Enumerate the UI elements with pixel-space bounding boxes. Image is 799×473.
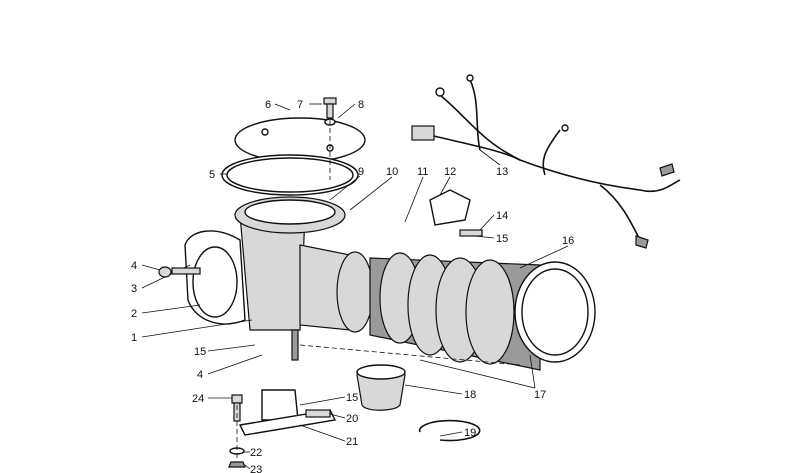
callout: 17	[534, 389, 546, 401]
callout: 23	[250, 464, 262, 473]
callout: 15	[496, 233, 508, 245]
callout: 18	[464, 389, 476, 401]
callout: 15	[346, 392, 358, 404]
callout: 6	[265, 99, 271, 111]
callout: 4	[197, 369, 203, 381]
callout: 13	[496, 166, 508, 178]
callout: 16	[562, 235, 574, 247]
callout: 3	[131, 283, 137, 295]
connector-plug	[411, 125, 435, 141]
callout: 4	[131, 260, 137, 272]
intake-boot	[299, 244, 596, 371]
callout: 2	[131, 308, 137, 320]
callout: 1	[131, 332, 137, 344]
callout: 5	[209, 169, 215, 181]
callout: 22	[250, 447, 262, 459]
throttle-housing	[184, 196, 346, 361]
callout: 9	[358, 166, 364, 178]
callout: 10	[386, 166, 398, 178]
callout: 8	[358, 99, 364, 111]
callout: 14	[496, 210, 508, 222]
switch-12	[429, 189, 471, 226]
callout: 12	[444, 166, 456, 178]
callout: 20	[346, 413, 358, 425]
callout: 11	[417, 166, 428, 178]
bracket	[261, 389, 299, 421]
callout: 21	[346, 436, 358, 448]
callout: 7	[297, 99, 303, 111]
callout: 24	[192, 393, 204, 405]
callouts: 6 7 8 5 9 10 11 12 13 14 15 16 4 3 2 1 1…	[131, 99, 574, 473]
callout: 15	[194, 346, 206, 358]
wiring-harness	[411, 74, 681, 249]
nut-4	[158, 266, 172, 278]
callout: 19	[464, 427, 476, 439]
